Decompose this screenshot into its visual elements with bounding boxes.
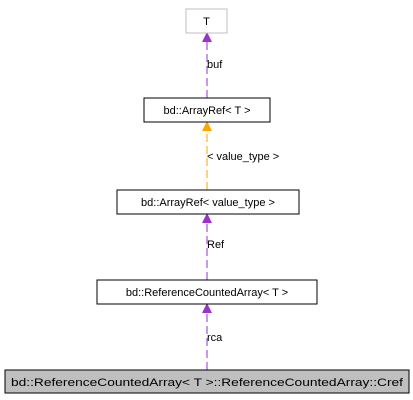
edge-buf-label: buf xyxy=(207,59,223,71)
node-reference-counted-array-box xyxy=(96,279,318,305)
node-cref-label: bd::ReferenceCountedArray< T >::Referenc… xyxy=(11,377,404,389)
node-arrayref-value-type-label: bd::ArrayRef< value_type > xyxy=(141,197,275,209)
edge-rca: rca xyxy=(202,303,223,370)
node-arrayref-t[interactable]: bd::ArrayRef< T > xyxy=(143,97,271,123)
node-t-box xyxy=(185,8,228,34)
node-cref[interactable]: bd::ReferenceCountedArray< T >::Referenc… xyxy=(4,369,410,394)
node-arrayref-value-type-box xyxy=(116,189,300,215)
node-arrayref-value-type[interactable]: bd::ArrayRef< value_type > xyxy=(116,189,300,215)
edge-ref: Ref xyxy=(202,213,225,280)
edge-ref-label: Ref xyxy=(207,239,225,251)
node-cref-box xyxy=(4,369,410,394)
node-reference-counted-array-label: bd::ReferenceCountedArray< T > xyxy=(126,287,288,299)
edge-rca-label: rca xyxy=(207,332,223,344)
node-arrayref-t-box xyxy=(143,97,271,123)
node-t-label: T xyxy=(203,16,210,28)
edge-value-type-label: < value_type > xyxy=(207,151,279,163)
edge-buf: buf xyxy=(202,32,223,98)
edge-value-type: < value_type > xyxy=(202,121,279,190)
node-arrayref-t-label: bd::ArrayRef< T > xyxy=(163,105,250,117)
node-reference-counted-array[interactable]: bd::ReferenceCountedArray< T > xyxy=(96,279,318,305)
node-t[interactable]: T xyxy=(185,8,228,34)
